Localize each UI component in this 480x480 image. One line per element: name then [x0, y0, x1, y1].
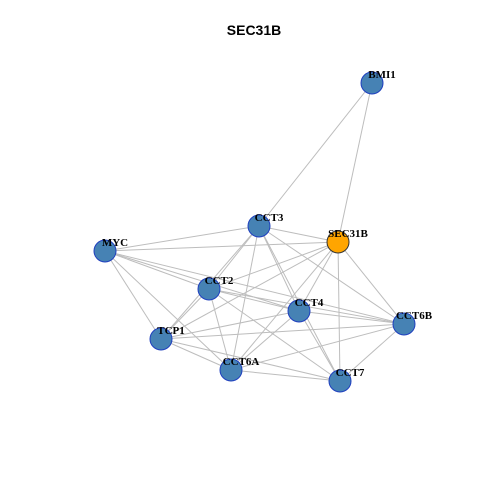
node-circle — [93, 239, 117, 263]
node-sec31b: SEC31B — [326, 228, 369, 254]
node-cct4: CCT4 — [287, 297, 324, 323]
edge-cct2-cct7 — [208, 288, 341, 382]
edge-sec31b-cct7 — [337, 241, 341, 382]
node-cct7: CCT7 — [328, 367, 365, 393]
edge-cct2-cct6a — [208, 288, 232, 371]
edge-myc-tcp1 — [104, 250, 162, 340]
edge-cct3-cct6b — [258, 225, 405, 325]
node-circle — [392, 312, 416, 336]
node-cct2: CCT2 — [197, 275, 234, 301]
edge-cct3-myc — [104, 225, 260, 252]
edge-bmi1-sec31b — [337, 82, 373, 243]
edge-cct2-cct4 — [208, 288, 300, 312]
edge-bmi1-cct3 — [258, 82, 373, 227]
node-circle — [247, 214, 271, 238]
node-label: CCT6B — [396, 310, 433, 322]
edge-cct4-tcp1 — [160, 310, 300, 340]
node-myc: MYC — [93, 237, 128, 263]
node-label: TCP1 — [157, 325, 185, 337]
node-label: CCT6A — [223, 356, 260, 368]
node-label: CCT2 — [205, 275, 234, 287]
node-label: CCT4 — [295, 297, 324, 309]
node-label: MYC — [102, 237, 128, 249]
edge-myc-cct6b — [104, 250, 405, 325]
edge-layer — [104, 82, 405, 382]
node-circle — [219, 358, 243, 382]
edge-cct6a-cct7 — [230, 369, 341, 382]
node-cct6b: CCT6B — [392, 310, 433, 336]
edge-cct3-sec31b — [258, 225, 339, 243]
node-cct6a: CCT6A — [219, 356, 260, 382]
edge-sec31b-myc — [104, 241, 339, 252]
edge-sec31b-cct6b — [337, 241, 405, 325]
edge-cct4-cct6a — [230, 310, 300, 371]
edge-cct4-cct6b — [298, 310, 405, 325]
node-label: CCT7 — [336, 367, 365, 379]
node-label: SEC31B — [328, 228, 368, 240]
edge-cct6b-tcp1 — [160, 323, 405, 340]
node-label: BMI1 — [368, 69, 396, 81]
node-circle — [360, 71, 384, 95]
node-label: CCT3 — [255, 212, 284, 224]
node-circle — [326, 230, 350, 254]
edge-sec31b-tcp1 — [160, 241, 339, 340]
node-circle — [149, 327, 173, 351]
node-circle — [287, 299, 311, 323]
edge-myc-cct2 — [104, 250, 210, 290]
edge-tcp1-cct7 — [160, 338, 341, 382]
node-circle — [328, 369, 352, 393]
node-tcp1: TCP1 — [149, 325, 185, 351]
edge-cct6b-cct7 — [339, 323, 405, 382]
graph-title: SEC31B — [227, 22, 281, 38]
edge-tcp1-cct6a — [160, 338, 232, 371]
node-circle — [197, 277, 221, 301]
edge-cct2-tcp1 — [160, 288, 210, 340]
node-bmi1: BMI1 — [360, 69, 396, 95]
node-cct3: CCT3 — [247, 212, 284, 238]
